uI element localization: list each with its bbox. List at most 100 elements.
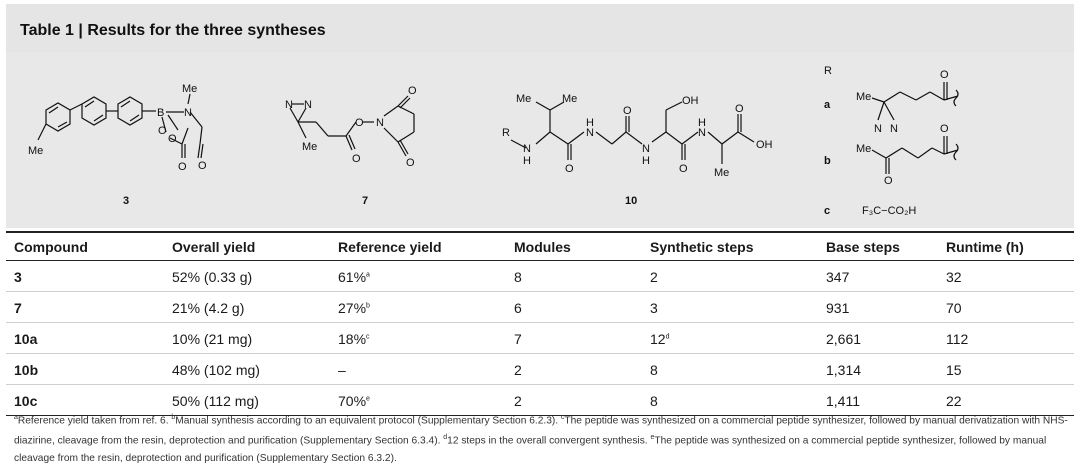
atom-b: B xyxy=(157,107,164,119)
col-header-reference-yield: Reference yield xyxy=(330,231,506,261)
atom-h: H xyxy=(586,117,594,129)
cell-synthetic-steps: 8 xyxy=(642,384,818,416)
cell-synthetic-steps-value: 12 xyxy=(650,330,666,347)
atom-h: H xyxy=(698,117,706,129)
footnote-marker: b xyxy=(366,301,370,309)
atom-o: O xyxy=(178,161,187,173)
cell-base-steps: 931 xyxy=(818,291,938,323)
structure-3 xyxy=(37,93,204,159)
cell-base-steps-value: 931 xyxy=(826,299,850,316)
cell-reference-yield-value: 27% xyxy=(338,299,367,316)
cell-overall-yield: 10% (21 mg) xyxy=(164,322,330,354)
cell-runtime-value: 22 xyxy=(946,392,962,409)
atom-me: Me xyxy=(856,91,871,103)
atom-n: N xyxy=(285,99,293,111)
atom-me: Me xyxy=(714,167,729,179)
footnote-mark: c xyxy=(560,414,565,421)
footnote-mark: d xyxy=(443,434,448,442)
atom-n: N xyxy=(890,123,898,135)
cell-modules-value: 2 xyxy=(514,392,522,409)
cell-reference-yield: – xyxy=(330,353,506,385)
cell-base-steps-value: 2,661 xyxy=(826,330,862,347)
r-group-formula-c: F₃C−CO₂H xyxy=(862,205,916,217)
cell-overall-yield-value: 52% (0.33 g) xyxy=(172,268,253,285)
atom-o: O xyxy=(352,153,361,165)
cell-modules: 8 xyxy=(506,260,642,292)
cell-overall-yield-value: 48% (102 mg) xyxy=(172,361,260,378)
cell-base-steps-value: 1,411 xyxy=(826,392,860,409)
footnote-mark: a xyxy=(14,414,18,421)
cell-reference-yield: 27%b xyxy=(330,291,506,323)
atom-o: O xyxy=(623,105,632,117)
cell-base-steps: 1,314 xyxy=(818,353,938,385)
cell-base-steps-value: 1,314 xyxy=(826,361,862,378)
structure-10 xyxy=(510,101,755,164)
cell-reference-yield: 70%e xyxy=(330,384,506,416)
footnote-marker: d xyxy=(665,332,670,340)
cell-base-steps: 2,661 xyxy=(818,322,938,354)
cell-modules: 2 xyxy=(506,353,642,385)
atom-oh: OH xyxy=(756,139,773,151)
atom-n: N xyxy=(184,107,192,119)
table-row: 10c 50% (112 mg) 70%e 2 8 1,411 22 xyxy=(6,384,1074,416)
atom-o: O xyxy=(168,133,177,145)
atom-n: N xyxy=(304,99,312,111)
cell-overall-yield-value: 50% (112 mg) xyxy=(172,392,259,409)
cell-overall-yield-value: 21% (4.2 g) xyxy=(172,299,245,316)
atom-me: Me xyxy=(182,83,197,95)
cell-synthetic-steps: 3 xyxy=(642,291,818,323)
cell-compound: 10a xyxy=(6,322,164,354)
structure-7 xyxy=(289,95,415,157)
atom-n: N xyxy=(698,127,706,139)
cell-overall-yield: 50% (112 mg) xyxy=(164,384,330,416)
atom-o: O xyxy=(158,125,167,137)
cell-compound-value: 10a xyxy=(14,330,38,347)
footnote-mark: e xyxy=(650,434,655,442)
footnote-marker: a xyxy=(366,270,370,278)
atom-r: R xyxy=(502,127,510,139)
atom-me: Me xyxy=(562,93,577,105)
atom-o: O xyxy=(735,103,744,115)
cell-runtime: 22 xyxy=(938,384,1074,416)
cell-synthetic-steps: 8 xyxy=(642,353,818,385)
r-group-label-a: a xyxy=(824,99,831,111)
atom-n: N xyxy=(523,143,531,155)
atom-me: Me xyxy=(516,93,531,105)
cell-base-steps-value: 347 xyxy=(826,268,850,285)
r-group-label-c: c xyxy=(824,205,830,217)
atom-n: N xyxy=(874,123,882,135)
atom-me: Me xyxy=(28,145,43,157)
structure-scheme: Me B N Me O O O O 3 N N xyxy=(6,52,1074,226)
cell-compound-value: 7 xyxy=(14,299,22,316)
cell-synthetic-steps-value: 8 xyxy=(650,392,658,409)
cell-reference-yield: 61%a xyxy=(330,260,506,292)
title-bar: Table 1 | Results for the three synthese… xyxy=(6,4,1074,52)
cell-runtime: 32 xyxy=(938,260,1074,292)
cell-synthetic-steps-value: 8 xyxy=(650,361,658,378)
table-header-row: Compound Overall yield Reference yield M… xyxy=(6,231,1074,261)
footnote-text: Reference yield taken from ref. 6. xyxy=(17,415,172,427)
col-header-synthetic-steps: Synthetic steps xyxy=(642,231,818,261)
r-group-label-b: b xyxy=(824,155,831,167)
r-group-header: R xyxy=(824,65,832,77)
cell-synthetic-steps-value: 3 xyxy=(650,299,658,316)
cell-modules: 2 xyxy=(506,384,642,416)
cell-compound-value: 10b xyxy=(14,361,39,378)
atom-o: O xyxy=(406,157,415,169)
cell-modules: 6 xyxy=(506,291,642,323)
cell-compound-value: 10c xyxy=(14,392,38,409)
atom-n: N xyxy=(642,143,650,155)
col-header-overall-yield: Overall yield xyxy=(164,231,330,261)
cell-overall-yield: 21% (4.2 g) xyxy=(164,291,330,323)
cell-reference-yield: 18%c xyxy=(330,322,506,354)
compound-label-7: 7 xyxy=(362,195,368,207)
footnote-text: The peptide was synthesized on a commerc… xyxy=(14,435,1047,464)
cell-compound-value: 3 xyxy=(14,268,22,285)
atom-o: O xyxy=(198,160,207,172)
atom-n: N xyxy=(586,127,594,139)
atom-o: O xyxy=(408,85,417,97)
cell-overall-yield: 52% (0.33 g) xyxy=(164,260,330,292)
cell-compound: 10c xyxy=(6,384,164,416)
